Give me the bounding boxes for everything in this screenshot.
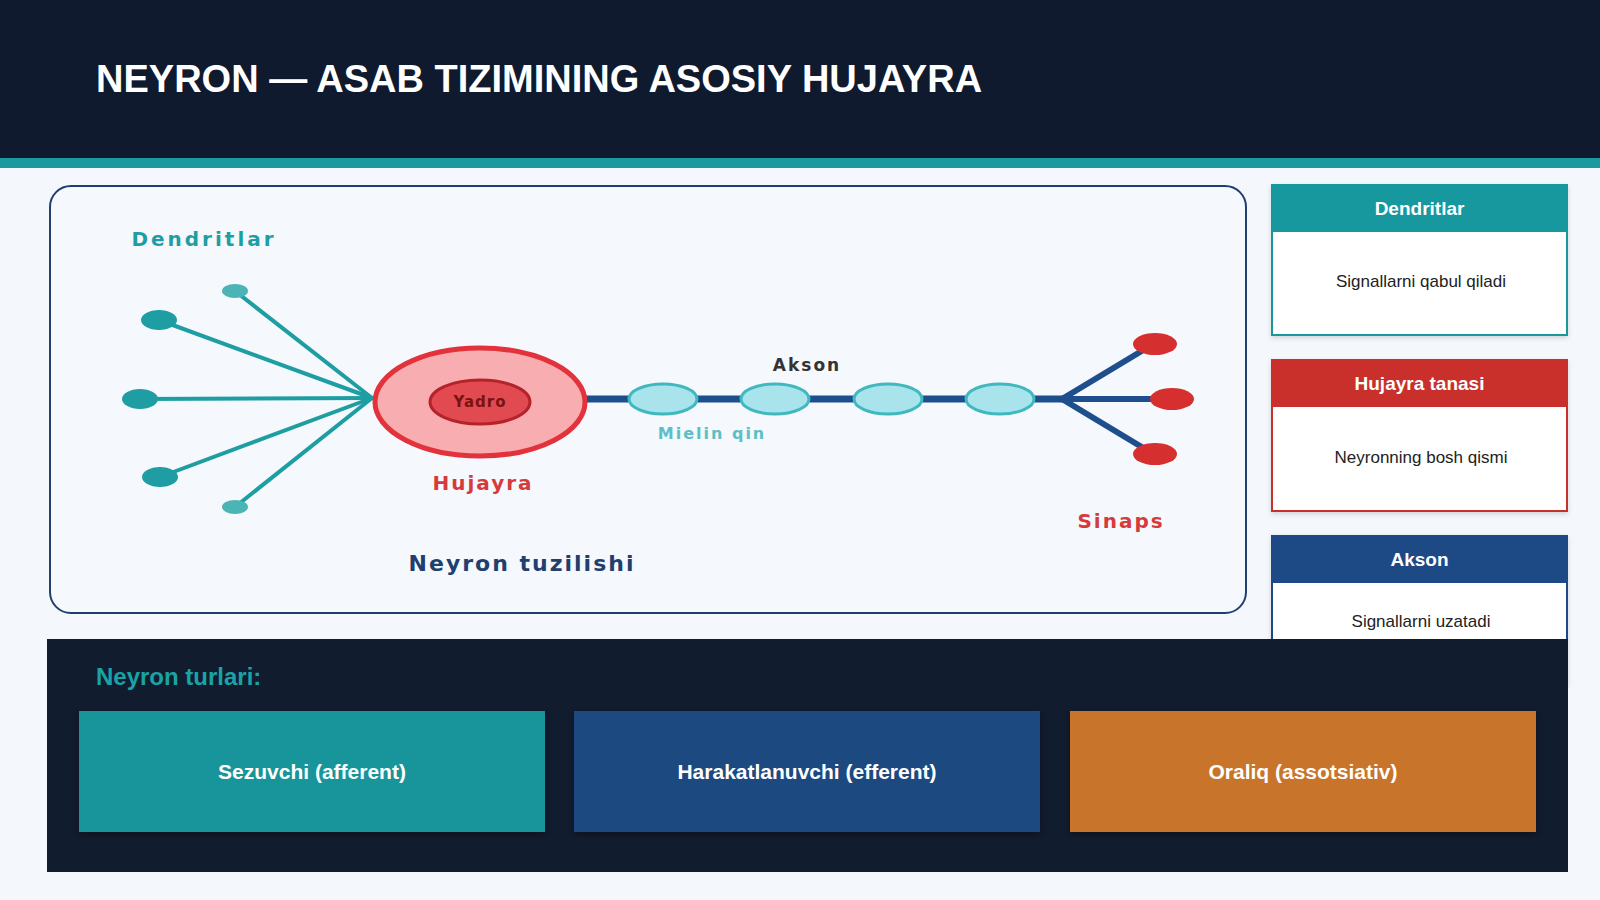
info-card: DendritlarSignallarni qabul qiladi bbox=[1271, 184, 1568, 336]
neuron-type-box: Harakatlanuvchi (efferent) bbox=[574, 711, 1040, 832]
section-heading: Neyron turlari: bbox=[96, 663, 261, 691]
card-heading: Dendritlar bbox=[1273, 186, 1566, 232]
nucleus-label: Yadro bbox=[453, 393, 506, 411]
cell-shape bbox=[375, 348, 585, 456]
cell-body: HujayraYadro bbox=[372, 345, 588, 459]
neuron-type-label: Harakatlanuvchi (efferent) bbox=[574, 711, 1040, 832]
neuron-type-label: Sezuvchi (afferent) bbox=[79, 711, 545, 832]
caption-label: Neyron tuzilishi bbox=[409, 551, 636, 576]
slide-title: NEYRON — ASAB TIZIMINING ASOSIY HUJAYRA bbox=[96, 58, 982, 101]
neuron-type-label: Oraliq (assotsiativ) bbox=[1070, 711, 1536, 832]
header-stripe bbox=[0, 158, 1600, 168]
neuron-types-band: Neyron turlari: Sezuvchi (afferent)Haraka… bbox=[47, 639, 1568, 872]
nucleus-shape bbox=[430, 380, 530, 424]
part-label: Sinaps bbox=[1077, 509, 1164, 533]
nucleus: Yadro bbox=[427, 377, 533, 427]
card-body: Signallarni qabul qiladi bbox=[1336, 272, 1506, 292]
part-label: Akson bbox=[773, 355, 841, 375]
card-heading: Akson bbox=[1273, 537, 1566, 583]
neuron-type-box: Sezuvchi (afferent) bbox=[79, 711, 545, 832]
part-label: Mielin qin bbox=[658, 424, 767, 443]
card-body: Signallarni uzatadi bbox=[1352, 612, 1491, 632]
part-label: Dendritlar bbox=[131, 227, 276, 251]
card-heading: Hujayra tanasi bbox=[1273, 361, 1566, 407]
card-body: Neyronning bosh qismi bbox=[1335, 448, 1508, 468]
info-card: Hujayra tanasiNeyronning bosh qismi bbox=[1271, 359, 1568, 512]
neuron-type-box: Oraliq (assotsiativ) bbox=[1070, 711, 1536, 832]
cell-label: Hujayra bbox=[432, 471, 533, 495]
